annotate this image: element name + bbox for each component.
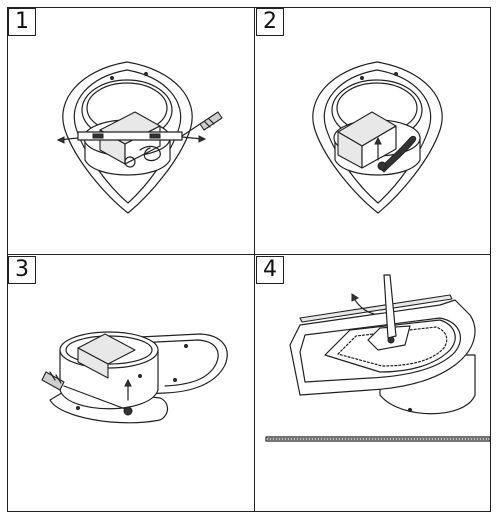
step-1-number: 1 xyxy=(8,8,36,36)
grid-divider-vertical xyxy=(254,7,255,512)
grid-divider-horizontal xyxy=(7,254,491,255)
step-3-number: 3 xyxy=(8,256,36,284)
instruction-grid xyxy=(7,7,491,512)
step-2-number: 2 xyxy=(256,8,284,36)
step-4-number: 4 xyxy=(256,256,284,284)
